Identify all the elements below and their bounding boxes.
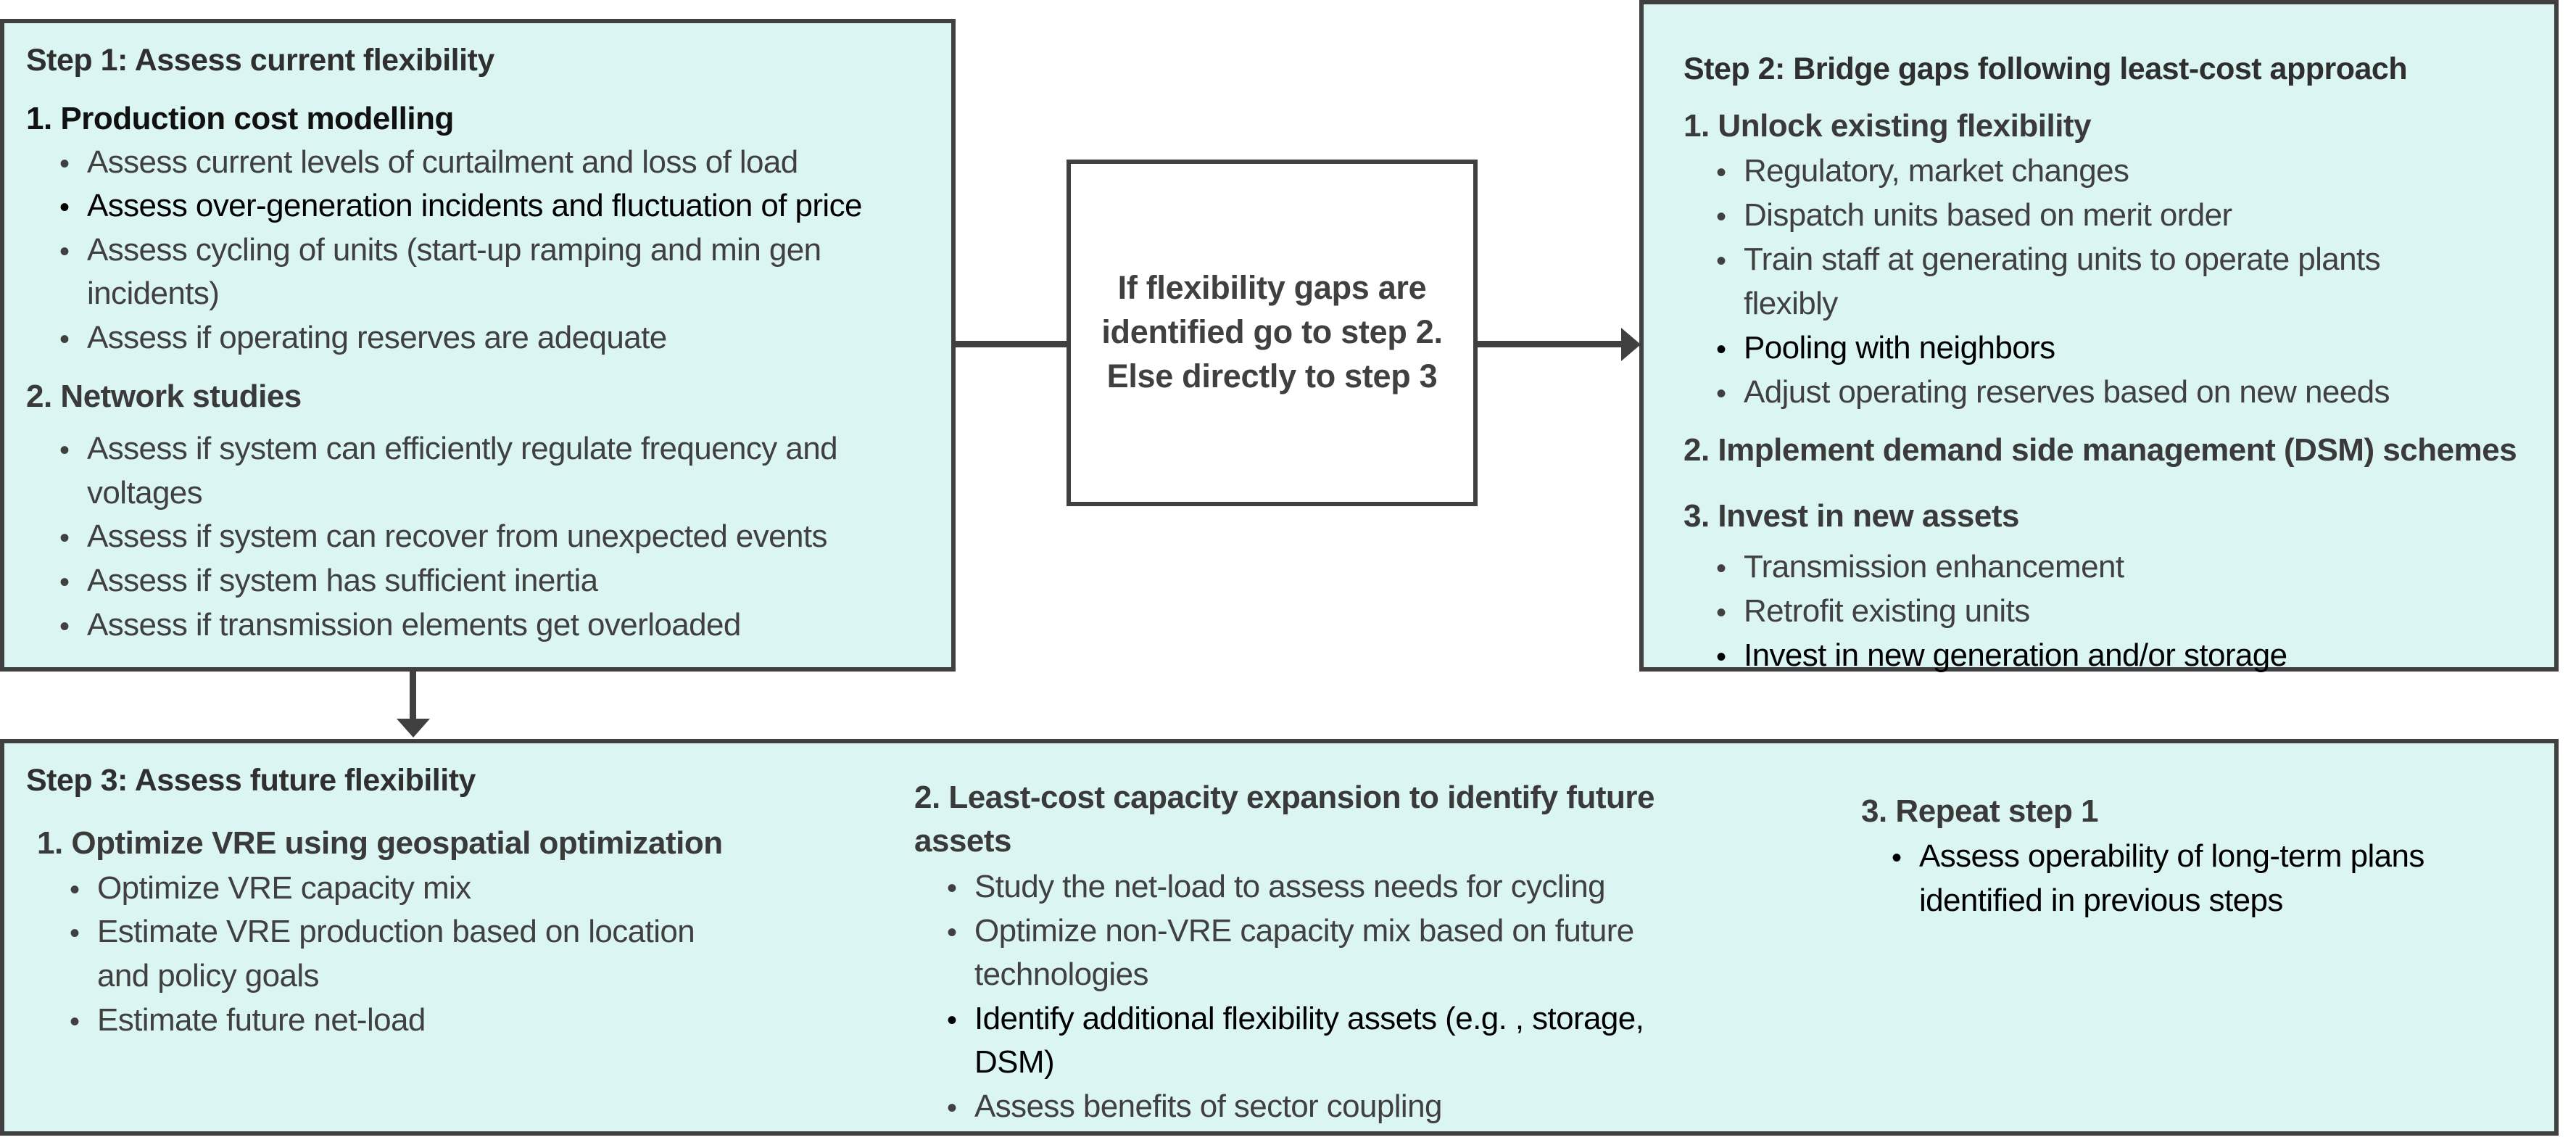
arrow-right-icon bbox=[1621, 328, 1641, 361]
bullet-icon: • bbox=[1716, 641, 1727, 673]
step3-title: Step 3: Assess future flexibility bbox=[26, 763, 476, 798]
step2-section2-heading: 2. Implement demand side management (DSM… bbox=[1683, 432, 2517, 468]
step2-title: Step 2: Bridge gaps following least-cost… bbox=[1683, 51, 2408, 86]
bullet-icon: • bbox=[70, 874, 80, 906]
bullet-icon: • bbox=[59, 522, 70, 554]
step2-item: Train staff at generating units to opera… bbox=[1744, 241, 2381, 277]
bullet-icon: • bbox=[59, 148, 70, 180]
connector-step1-to-step3 bbox=[410, 672, 416, 721]
step1-item: Assess if operating reserves are adequat… bbox=[87, 320, 667, 355]
step2-item: Dispatch units based on merit order bbox=[1744, 197, 2232, 233]
bullet-icon: • bbox=[59, 566, 70, 598]
step3-item: Identify additional flexibility assets (… bbox=[974, 1001, 1644, 1036]
step2-item-continuation: flexibly bbox=[1744, 286, 1838, 321]
step1-item: Assess if system can efficiently regulat… bbox=[87, 431, 838, 466]
bullet-icon: • bbox=[70, 1006, 80, 1038]
step1-section2-heading: 2. Network studies bbox=[26, 379, 302, 414]
connector-step1-to-decision bbox=[956, 341, 1072, 347]
step3-item: Study the net-load to assess needs for c… bbox=[974, 869, 1606, 904]
bullet-icon: • bbox=[947, 1004, 958, 1036]
step2-item: Invest in new generation and/or storage bbox=[1744, 637, 2287, 673]
bullet-icon: • bbox=[1716, 157, 1727, 189]
bullet-icon: • bbox=[70, 917, 80, 949]
step1-item-continuation: incidents) bbox=[87, 276, 220, 311]
connector-decision-to-step2 bbox=[1478, 341, 1623, 347]
step2-section1-heading: 1. Unlock existing flexibility bbox=[1683, 108, 2092, 144]
bullet-icon: • bbox=[947, 1092, 958, 1124]
step2-item: Adjust operating reserves based on new n… bbox=[1744, 374, 2390, 410]
step2-item: Pooling with neighbors bbox=[1744, 330, 2055, 365]
step3-section3-heading: 3. Repeat step 1 bbox=[1861, 793, 2099, 829]
bullet-icon: • bbox=[947, 917, 958, 949]
step3-item: Optimize non-VRE capacity mix based on f… bbox=[974, 913, 1634, 949]
decision-box: If flexibility gaps are identified go to… bbox=[1067, 160, 1478, 506]
step3-section2-heading-cont: assets bbox=[914, 823, 1012, 859]
decision-line-3: Else directly to step 3 bbox=[1106, 358, 1438, 395]
step1-title: Step 1: Assess current flexibility bbox=[26, 43, 494, 78]
bullet-icon: • bbox=[1716, 245, 1727, 277]
step1-item-continuation: voltages bbox=[87, 475, 203, 511]
step3-item: Estimate VRE production based on locatio… bbox=[97, 914, 695, 949]
bullet-icon: • bbox=[59, 191, 70, 223]
step1-item: Assess current levels of curtailment and… bbox=[87, 144, 798, 180]
step3-item-continuation: DSM) bbox=[974, 1044, 1055, 1080]
bullet-icon: • bbox=[1716, 597, 1727, 629]
bullet-icon: • bbox=[59, 611, 70, 643]
step3-item: Assess benefits of sector coupling bbox=[974, 1089, 1442, 1124]
step3-section1-heading: 1. Optimize VRE using geospatial optimiz… bbox=[37, 825, 723, 861]
step2-item: Retrofit existing units bbox=[1744, 593, 2030, 629]
step3-section2-heading: 2. Least-cost capacity expansion to iden… bbox=[914, 780, 1654, 815]
bullet-icon: • bbox=[1892, 842, 1902, 874]
arrow-down-icon bbox=[397, 719, 430, 738]
decision-text: If flexibility gaps are identified go to… bbox=[1071, 265, 1473, 398]
step2-section3-heading: 3. Invest in new assets bbox=[1683, 498, 2019, 534]
step3-item: Assess operability of long-term plans bbox=[1919, 838, 2424, 874]
step2-box: Step 2: Bridge gaps following least-cost… bbox=[1639, 0, 2559, 672]
step3-item: Optimize VRE capacity mix bbox=[97, 870, 471, 906]
step1-box: Step 1: Assess current flexibility 1. Pr… bbox=[0, 19, 956, 672]
step3-item-continuation: identified in previous steps bbox=[1919, 883, 2283, 918]
step1-section1-heading: 1. Production cost modelling bbox=[26, 101, 454, 136]
bullet-icon: • bbox=[1716, 201, 1727, 233]
decision-line-1: If flexibility gaps are bbox=[1117, 269, 1427, 306]
step3-item-continuation: technologies bbox=[974, 957, 1148, 992]
bullet-icon: • bbox=[947, 872, 958, 904]
step3-item: Estimate future net-load bbox=[97, 1002, 426, 1038]
step3-item-continuation: and policy goals bbox=[97, 958, 320, 994]
bullet-icon: • bbox=[1716, 553, 1727, 585]
bullet-icon: • bbox=[1716, 378, 1727, 410]
bullet-icon: • bbox=[59, 323, 70, 355]
step3-box: Step 3: Assess future flexibility 1. Opt… bbox=[0, 739, 2559, 1136]
bullet-icon: • bbox=[59, 236, 70, 268]
step1-item: Assess cycling of units (start-up rampin… bbox=[87, 232, 821, 268]
decision-line-2: identified go to step 2. bbox=[1101, 313, 1443, 350]
step2-item: Regulatory, market changes bbox=[1744, 153, 2129, 189]
step1-item: Assess if transmission elements get over… bbox=[87, 607, 741, 643]
bullet-icon: • bbox=[59, 434, 70, 466]
bullet-icon: • bbox=[1716, 334, 1727, 365]
step1-item: Assess over-generation incidents and flu… bbox=[87, 188, 862, 223]
step1-item: Assess if system has sufficient inertia bbox=[87, 563, 598, 598]
step2-item: Transmission enhancement bbox=[1744, 549, 2124, 585]
step1-item: Assess if system can recover from unexpe… bbox=[87, 519, 828, 554]
